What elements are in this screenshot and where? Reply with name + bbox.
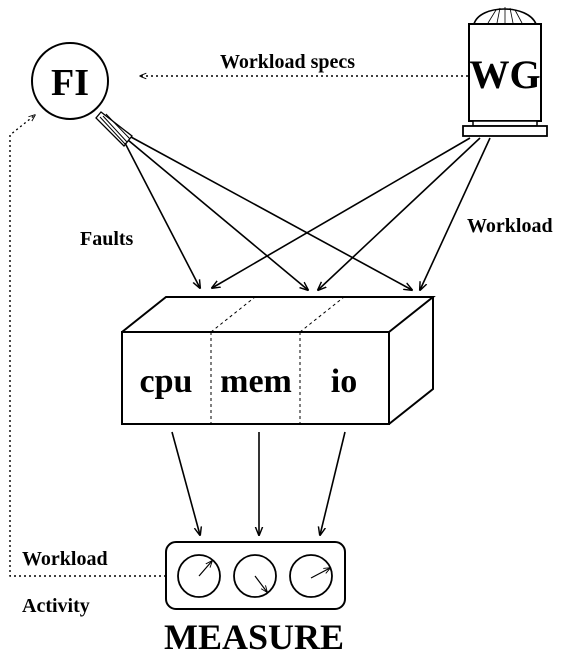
gauge-mem: [233, 554, 277, 598]
workload-label: Workload: [467, 215, 553, 237]
measure-panel: MEASURE: [164, 541, 346, 655]
gauge-cpu-needle: [198, 561, 212, 577]
fault-arrow-mem: [127, 139, 308, 290]
workload-arrow-mem: [318, 137, 481, 290]
measure-arrows: [171, 431, 346, 535]
workload-specs-label: Workload specs: [220, 51, 355, 73]
workload-activity-label-line2: Activity: [22, 595, 90, 617]
faults-label: Faults: [80, 228, 134, 250]
workload-arrow-io: [420, 137, 491, 290]
fault-arrow-io: [130, 136, 412, 290]
workload-activity-label-line1: Workload: [22, 548, 108, 570]
measure-box: [165, 541, 346, 610]
gauge-cpu: [177, 554, 221, 598]
fault-arrows: [124, 136, 412, 290]
system-box-front: [121, 331, 390, 425]
gauge-io-needle: [310, 568, 330, 579]
wg-base: [462, 125, 548, 137]
workload-arrow-cpu: [212, 137, 471, 288]
measure-arrow-cpu: [171, 431, 200, 535]
fault-arrow-cpu: [124, 142, 200, 288]
mem-label: mem: [220, 363, 292, 400]
workload-generator-label: WG: [469, 52, 540, 97]
wg-body: [468, 23, 542, 122]
fault-injector-circle: [31, 42, 109, 120]
fault-injector-label: FI: [51, 62, 89, 104]
fault-injector-node: FI: [31, 42, 133, 147]
io-label: io: [331, 363, 357, 400]
workload-activity-arrow: [9, 115, 166, 577]
system-box-side: [388, 297, 434, 425]
measure-arrow-io: [320, 431, 346, 535]
system-box: cpu mem io: [121, 296, 436, 425]
gauge-mem-needle: [254, 575, 267, 592]
system-box-top: [121, 296, 436, 333]
cpu-label: cpu: [140, 363, 193, 400]
workload-generator-node: WG: [462, 7, 548, 137]
gauge-io: [289, 554, 333, 598]
measure-label: MEASURE: [164, 617, 344, 655]
workload-arrows: [212, 137, 491, 290]
